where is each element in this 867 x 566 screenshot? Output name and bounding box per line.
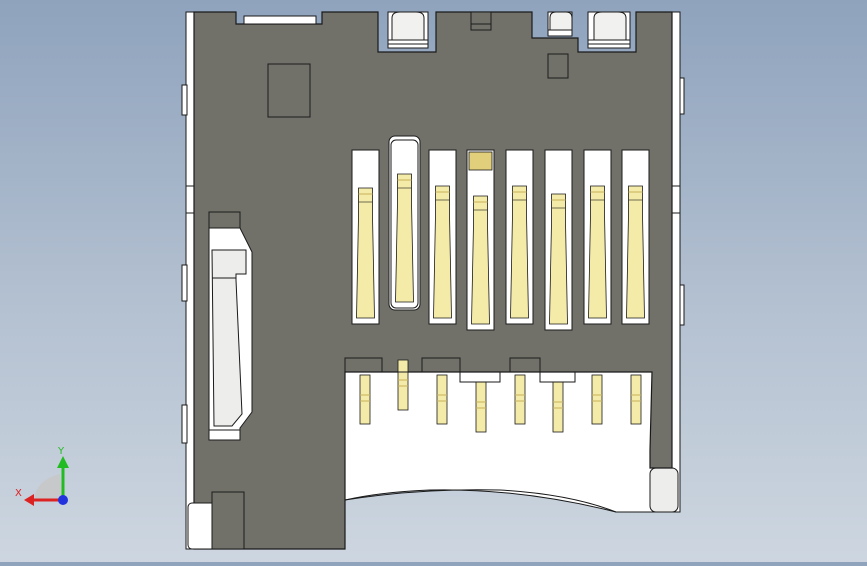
solder-pin-body [359, 374, 371, 425]
contact-6 [544, 149, 573, 331]
contact-1 [351, 149, 380, 325]
contact-spring [433, 185, 452, 319]
contact-top-tab [468, 151, 493, 171]
triad-x-label: X [15, 488, 22, 499]
solder-pin-5 [514, 374, 526, 425]
axis-triad: Y X [15, 446, 69, 506]
contact-7 [583, 149, 612, 325]
contact-spring [626, 185, 645, 319]
contact-spring [549, 193, 568, 325]
latch-tab-mid [547, 11, 573, 37]
solder-pin-2 [397, 359, 409, 411]
triad-z-origin-icon [58, 495, 68, 505]
triad-y-arrow-icon [57, 456, 69, 468]
solder-pin-body [630, 374, 642, 425]
left-frame-strip [181, 11, 195, 550]
top-notches [243, 11, 492, 31]
latch-tab-left [387, 11, 429, 49]
solder-pin-body [552, 381, 564, 433]
solder-pin-body [514, 374, 526, 425]
contact-5 [505, 149, 534, 325]
solder-pin-6 [552, 381, 564, 433]
contact-array [351, 135, 650, 331]
contact-spring [510, 185, 529, 319]
card-tray [344, 371, 679, 513]
bottom-left-pad [187, 491, 245, 550]
solder-pin-body [475, 381, 487, 433]
contact-spring [356, 187, 375, 319]
contact-spring [395, 173, 414, 303]
triad-x-arrow-icon [24, 494, 34, 506]
solder-pin-7 [591, 374, 603, 425]
solder-pin-3 [436, 374, 448, 425]
solder-pin-1 [359, 374, 371, 425]
contact-4 [466, 149, 495, 331]
housing-window [267, 63, 311, 118]
housing-key [547, 53, 569, 79]
solder-pin-body [436, 374, 448, 425]
triad-plane-icon [34, 474, 63, 500]
triad-y-label: Y [57, 446, 65, 457]
right-frame-strip [671, 11, 685, 513]
contact-8 [621, 149, 650, 325]
contact-3 [428, 149, 457, 325]
contact-spring [588, 185, 607, 319]
tray-step-edge [344, 357, 652, 383]
contact-2 [388, 135, 421, 311]
solder-pin-8 [630, 374, 642, 425]
solder-pin-body [397, 359, 409, 411]
contact-spring [471, 195, 490, 325]
latch-tab-right [587, 11, 631, 49]
detect-switch [208, 211, 253, 441]
solder-pin-4 [475, 381, 487, 433]
solder-pin-array [359, 359, 642, 433]
solder-pin-body [591, 374, 603, 425]
